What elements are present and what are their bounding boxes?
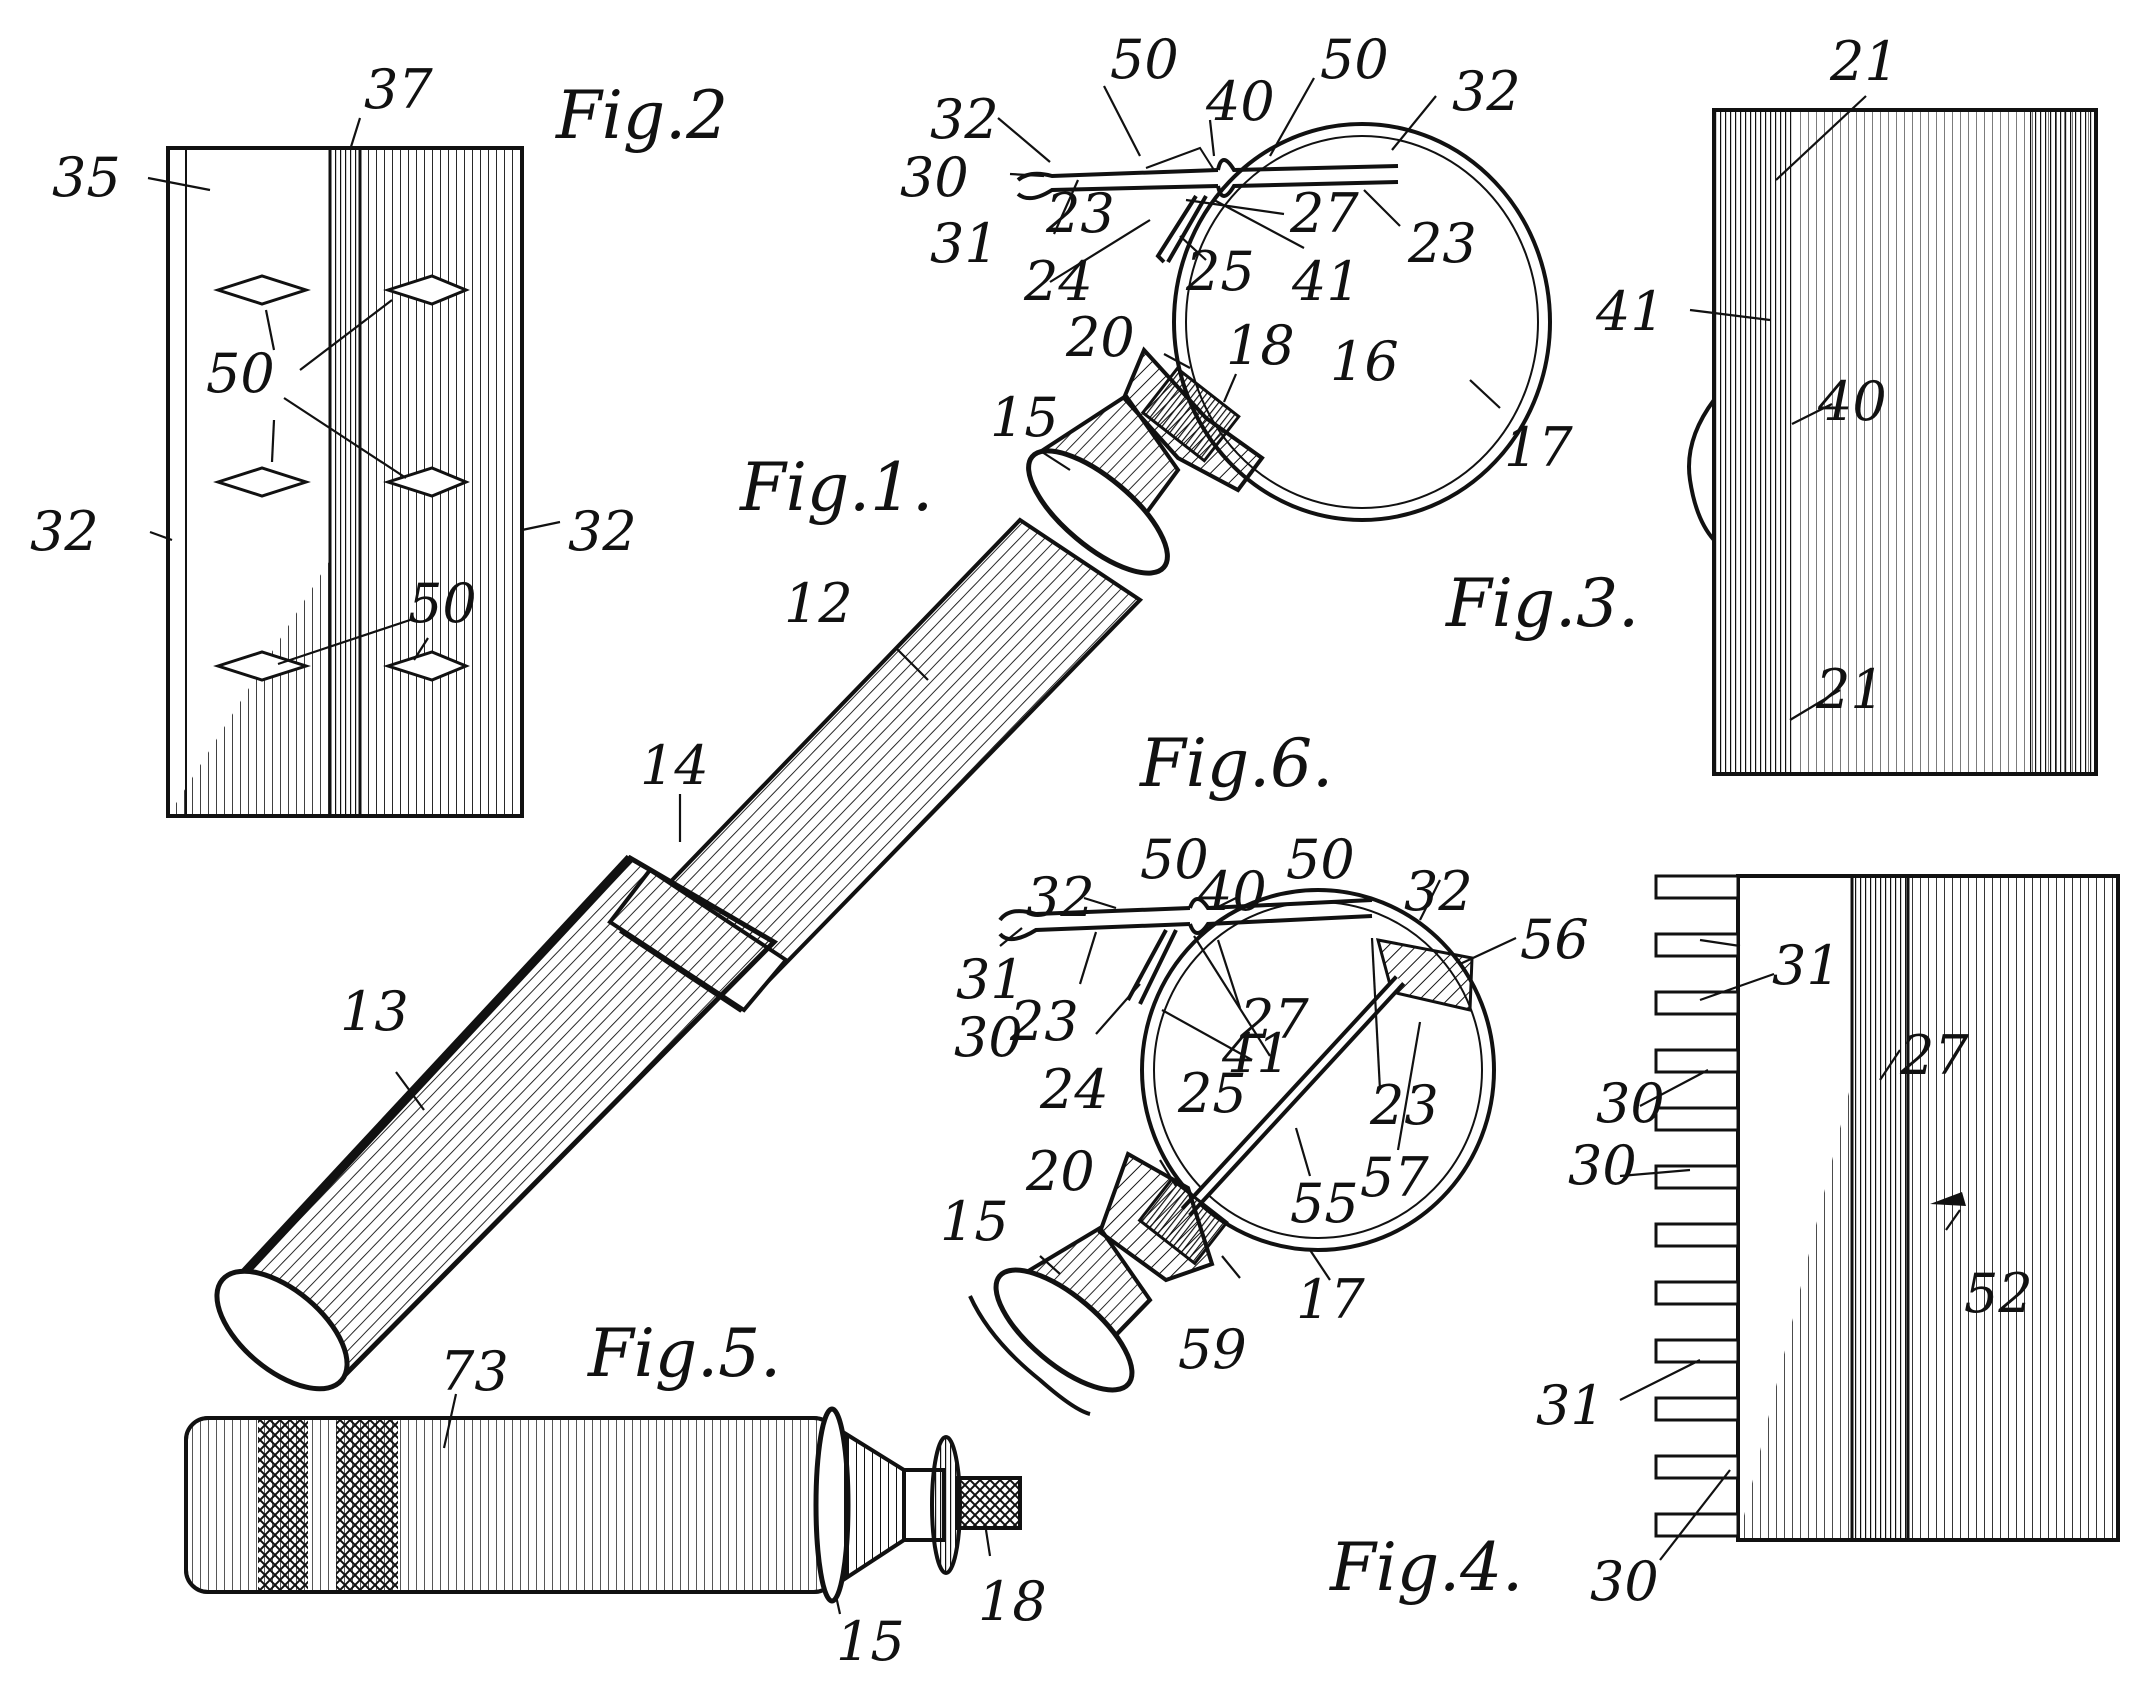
ref-27: 27: [1289, 182, 1359, 245]
figure-3-side-view: 21 41 40 Fig.3. 21: [1445, 30, 2096, 774]
ref-55: 55: [1290, 1172, 1359, 1235]
ref-31-bottom: 31: [1536, 1374, 1605, 1437]
ref-50-b: 50: [1286, 828, 1355, 891]
ref-50-lower: 50: [408, 572, 477, 635]
ref-52: 52: [1964, 1262, 2033, 1325]
figure-6-alternate-head: Fig.6. 50 50 32 40 32 56 31 30 23 27 24 …: [940, 725, 1589, 1414]
ref-12: 12: [784, 572, 853, 635]
ref-59: 59: [1178, 1318, 1247, 1381]
ref-40: 40: [1197, 860, 1267, 923]
ref-17: 17: [1504, 416, 1573, 479]
ref-30-a: 30: [1596, 1072, 1665, 1135]
ref-30-b: 30: [1568, 1134, 1637, 1197]
ref-20: 20: [1065, 306, 1135, 369]
ref-32-b: 32: [1404, 860, 1473, 923]
ref-30: 30: [900, 146, 969, 209]
ref-50: 50: [206, 342, 275, 405]
ref-23-a: 23: [1009, 990, 1079, 1053]
ref-30-c: 30: [1590, 1550, 1659, 1613]
ref-35: 35: [52, 146, 121, 209]
ref-40: 40: [1205, 70, 1275, 133]
ref-41: 41: [1291, 250, 1361, 313]
fig-5-label: Fig.5.: [587, 1315, 781, 1392]
figure-2-blade: Fig.2 37 35 50 32 32 50: [30, 58, 728, 816]
comb-teeth: [1656, 876, 1738, 1536]
fig-4-label: Fig.4.: [1329, 1529, 1523, 1606]
ref-18: 18: [978, 1570, 1047, 1633]
ref-32-b: 32: [1452, 60, 1521, 123]
ref-15: 15: [940, 1190, 1009, 1253]
ref-57: 57: [1360, 1146, 1429, 1209]
fig-3-label: Fig.3.: [1445, 565, 1639, 642]
ref-23-b: 23: [1369, 1074, 1439, 1137]
ref-18: 18: [1226, 314, 1295, 377]
ref-73: 73: [440, 1340, 509, 1403]
ref-32-right: 32: [568, 500, 637, 563]
ref-24: 24: [1039, 1058, 1109, 1121]
fig-1-label: Fig.1.: [739, 449, 933, 526]
ref-15: 15: [990, 386, 1059, 449]
ref-16: 16: [1330, 330, 1399, 393]
ref-17: 17: [1296, 1268, 1365, 1331]
ref-31: 31: [930, 212, 999, 275]
ref-56: 56: [1520, 908, 1589, 971]
ref-25: 25: [1177, 1062, 1247, 1125]
ref-24: 24: [1023, 250, 1093, 313]
ref-13: 13: [340, 980, 409, 1043]
ref-27: 27: [1899, 1024, 1969, 1087]
ref-31-top: 31: [1772, 934, 1841, 997]
ref-32-a: 32: [1026, 866, 1095, 929]
ref-50-a: 50: [1110, 28, 1179, 91]
fig-6-label: Fig.6.: [1139, 725, 1333, 802]
ref-20: 20: [1025, 1140, 1095, 1203]
ref-14: 14: [640, 734, 709, 797]
fig-2-label: Fig.2: [555, 77, 728, 154]
ref-21-bottom: 21: [1815, 658, 1885, 721]
ref-23-a: 23: [1045, 182, 1115, 245]
ref-32-left: 32: [30, 500, 99, 563]
ref-32-a: 32: [930, 88, 999, 151]
ref-50-b: 50: [1320, 28, 1389, 91]
ref-23-b: 23: [1407, 212, 1477, 275]
ref-21-top: 21: [1829, 30, 1899, 93]
ref-15: 15: [836, 1610, 905, 1673]
ref-40: 40: [1817, 370, 1887, 433]
ref-41: 41: [1595, 280, 1665, 343]
ref-25: 25: [1185, 240, 1255, 303]
ref-37: 37: [364, 58, 433, 121]
